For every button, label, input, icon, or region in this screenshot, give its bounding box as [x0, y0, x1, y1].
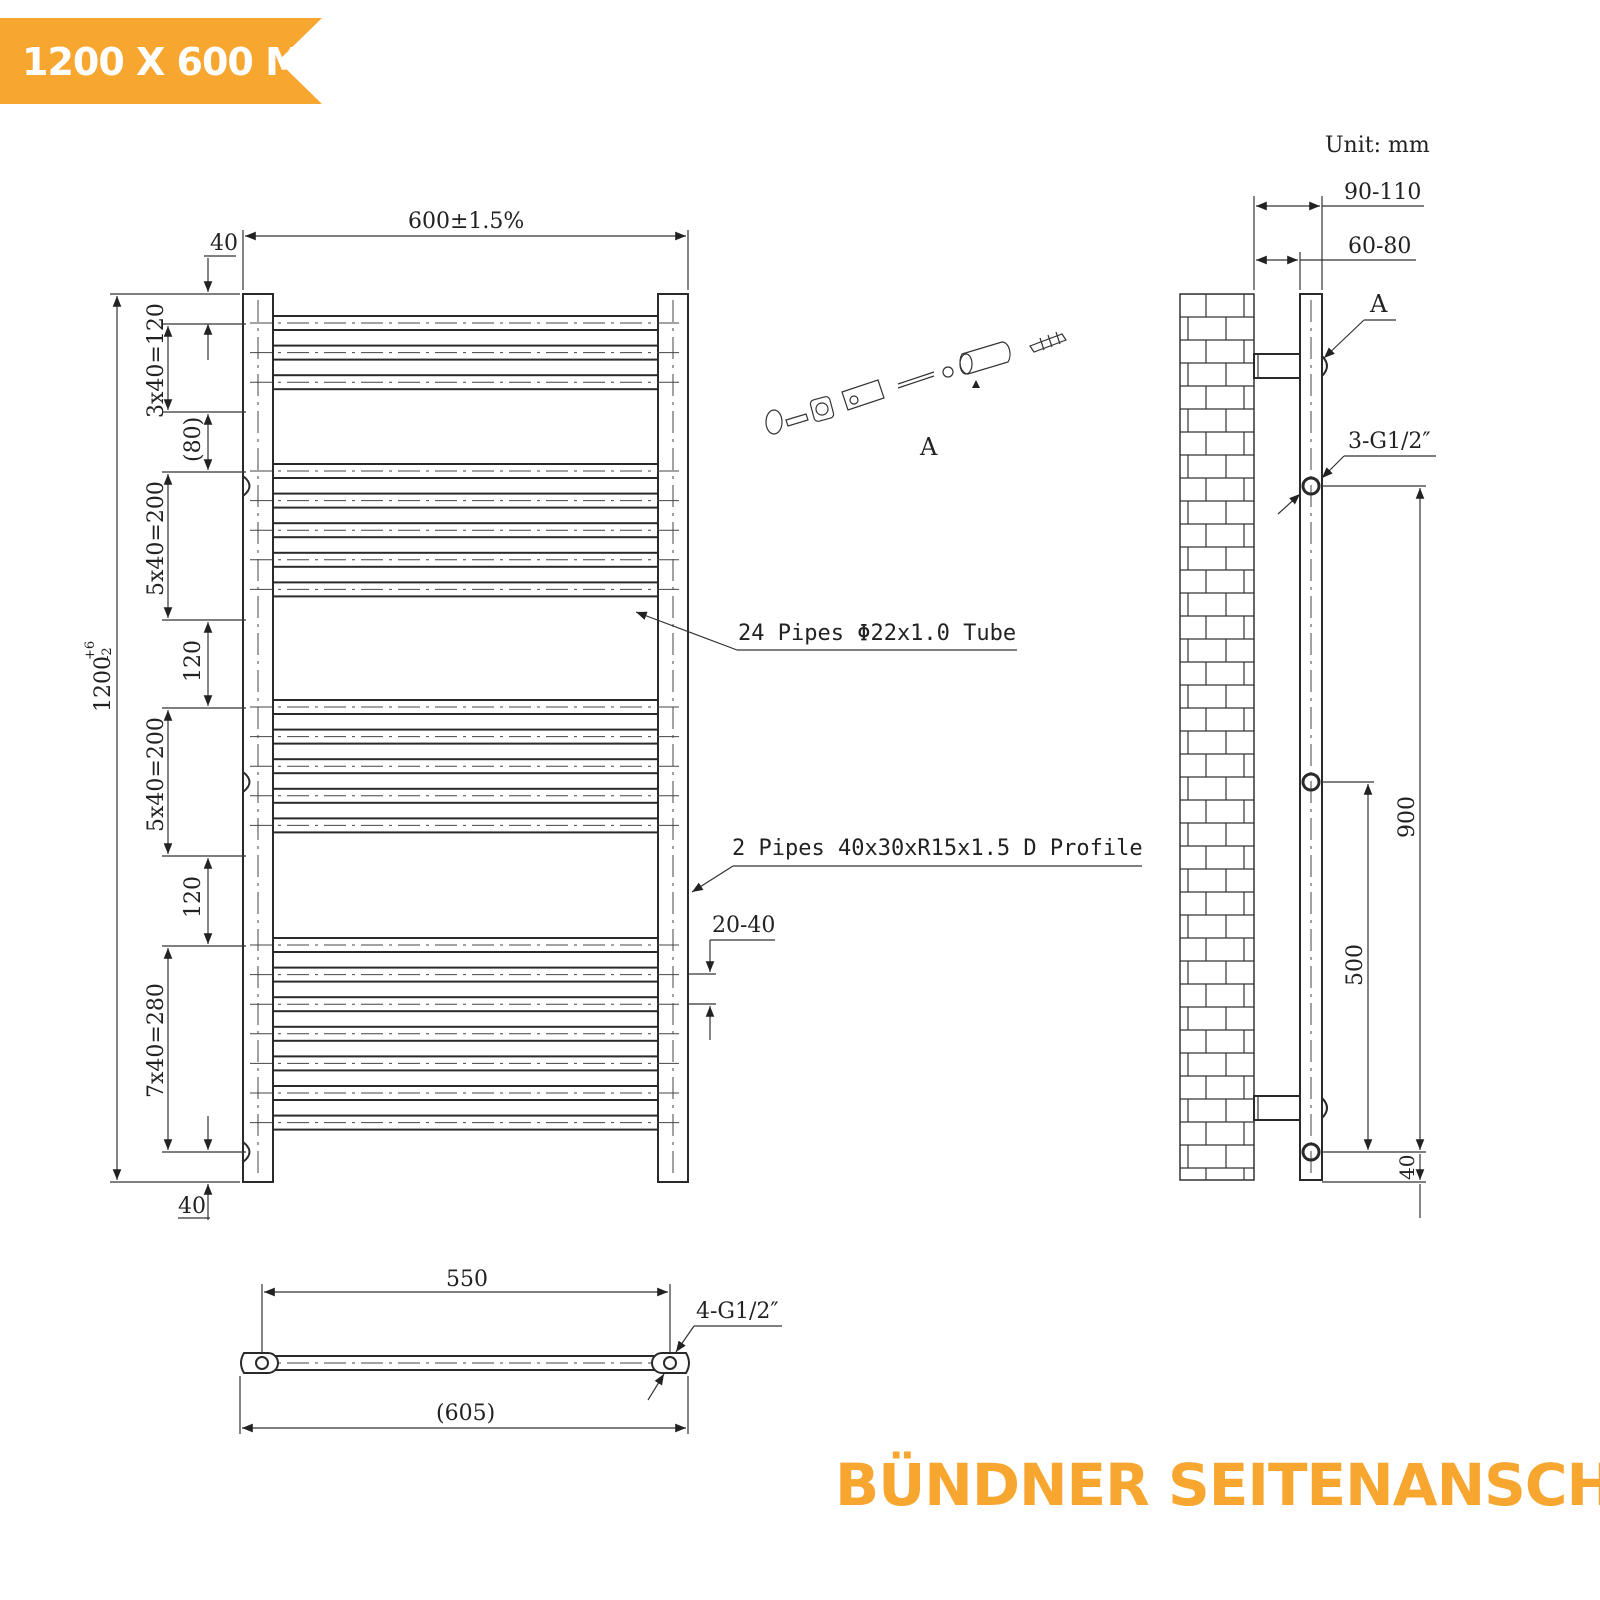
connection-port-middle — [1301, 772, 1321, 792]
distance-inner-dimension: 60-80 — [1348, 234, 1411, 259]
horizontal-pipes — [250, 315, 682, 1131]
inner-width-dimension: 550 — [446, 1267, 488, 1292]
bottom-right-end — [651, 1352, 690, 1374]
bottom-view: 550 4-G1/2″ (605) — [239, 1267, 782, 1434]
offset-dimension: 20-40 — [712, 913, 775, 938]
top-margin-dimension: 40 — [210, 231, 238, 256]
gap-dimension-2: 120 — [181, 640, 206, 682]
connection-bump-middle — [242, 771, 251, 793]
connection-port-top — [1301, 476, 1321, 496]
profile-note: 2 Pipes 40x30xR15x1.5 D Profile — [732, 836, 1143, 861]
dimension-500: 500 — [1343, 944, 1368, 986]
footer-title: BÜNDNER SEITENANSCHLUSS — [835, 1450, 1600, 1519]
height-tolerance-minus: -2 — [100, 647, 115, 660]
group-dimension-2: 5x40=200 — [144, 481, 169, 596]
group-dimension-1: 3x40=120 — [144, 303, 169, 418]
dimension-40: 40 — [1395, 1155, 1419, 1180]
size-badge: 1200 X 600 MM — [0, 18, 340, 104]
connection-port-bottom — [1301, 1142, 1321, 1162]
gap-dimension-3: 120 — [181, 876, 206, 918]
side-view: 90-110 60-80 A 3-G1/2″ 900 500 40 — [1179, 180, 1436, 1218]
connection-bump-bottom — [242, 1141, 251, 1163]
wall-bracket-top — [1253, 353, 1301, 379]
detail-label-a: A — [919, 433, 938, 461]
group-dimension-3: 5x40=200 — [144, 717, 169, 832]
outer-width-dimension: (605) — [436, 1401, 495, 1426]
wall-bracket-bottom — [1253, 1095, 1301, 1121]
cap-part — [765, 409, 783, 435]
nut-part — [809, 396, 835, 422]
front-view: 600±1.5% 40 1200 +6 -2 3x40=120 5x40=200… — [83, 209, 1143, 1220]
bottom-connection-label: 4-G1/2″ — [696, 1299, 779, 1324]
bottom-margin-dimension: 40 — [178, 1194, 206, 1219]
height-tolerance-plus: +6 — [83, 641, 98, 660]
distance-outer-dimension: 90-110 — [1344, 180, 1421, 205]
clamp-part — [841, 379, 885, 411]
connection-bump-top — [242, 475, 251, 497]
bracket-detail: A — [765, 331, 1067, 461]
side-connection-label: 3-G1/2″ — [1348, 429, 1431, 454]
dowel-part — [1029, 333, 1067, 353]
pipes-note: 24 Pipes Φ22x1.0 Tube — [738, 621, 1016, 646]
dimension-900: 900 — [1395, 796, 1420, 838]
gap-dimension-1: (80) — [181, 417, 206, 462]
washer-part — [942, 366, 954, 378]
callout-a: A — [1369, 290, 1388, 318]
long-screw-part — [897, 371, 935, 389]
unit-label: Unit: mm — [1325, 133, 1430, 158]
spacer-part — [959, 341, 1011, 375]
badge-text: 1200 X 600 MM — [22, 40, 339, 84]
group-dimension-4: 7x40=280 — [144, 983, 169, 1098]
badge-ribbon — [0, 18, 322, 104]
screw-part — [785, 413, 809, 427]
brick-wall — [1179, 293, 1255, 1181]
bottom-left-end — [240, 1352, 279, 1374]
height-dimension: 1200 — [91, 656, 116, 712]
width-dimension: 600±1.5% — [408, 209, 524, 234]
